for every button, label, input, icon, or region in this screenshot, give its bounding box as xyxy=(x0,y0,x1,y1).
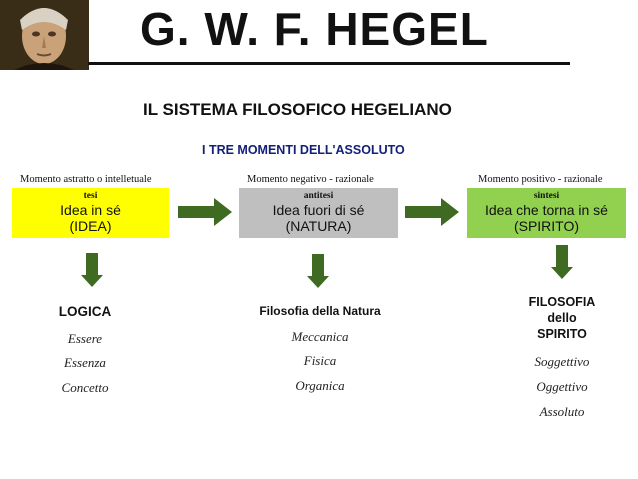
portrait-image xyxy=(0,0,89,70)
antithesis-line2: (NATURA) xyxy=(285,218,352,234)
antithesis-line1: Idea fuori di sé xyxy=(272,202,365,218)
synthesis-tag: sintesi xyxy=(533,191,560,201)
logic-heading: LOGICA xyxy=(58,304,112,319)
synthesis-line1: Idea che torna in sé xyxy=(485,202,608,218)
spirit-heading-2: dello xyxy=(547,311,577,325)
antithesis-tag: antitesi xyxy=(303,191,334,201)
nature-heading: Filosofia della Natura xyxy=(259,304,381,318)
thesis-box: tesi Idea in sé (IDEA) xyxy=(12,188,169,238)
spirit-item: Assoluto xyxy=(539,404,585,419)
hegel-portrait xyxy=(0,0,89,70)
synthesis-box: sintesi Idea che torna in sé (SPIRITO) xyxy=(467,188,626,238)
spirit-heading-1: FILOSOFIA xyxy=(528,295,596,309)
spirit-item: Soggettivo xyxy=(534,354,590,369)
caption-antithesis: Momento negativo - razionale xyxy=(247,174,374,185)
spirit-item: Oggettivo xyxy=(536,379,588,394)
page-title: G. W. F. HEGEL xyxy=(140,3,489,55)
arrow-right-icon xyxy=(405,198,459,226)
antithesis-box: antitesi Idea fuori di sé (NATURA) xyxy=(239,188,398,238)
arrow-down-icon xyxy=(551,245,573,279)
logic-item: Concetto xyxy=(61,380,109,395)
arrow-down-icon xyxy=(81,253,103,287)
caption-thesis: Momento astratto o intelletuale xyxy=(20,174,152,185)
title-underline xyxy=(88,62,570,65)
synthesis-line2: (SPIRITO) xyxy=(513,218,580,234)
thesis-tag: tesi xyxy=(83,191,98,201)
logic-item: Essere xyxy=(67,331,103,346)
thesis-line2: (IDEA) xyxy=(69,218,112,234)
arrow-down-icon xyxy=(307,254,329,288)
arrow-right-icon xyxy=(178,198,232,226)
spirit-heading-3: SPIRITO xyxy=(537,327,587,341)
caption-synthesis: Momento positivo - razionale xyxy=(478,174,603,185)
moments-heading: I TRE MOMENTI DELL'ASSOLUTO xyxy=(202,143,405,157)
thesis-line1: Idea in sé xyxy=(60,202,121,218)
nature-item: Meccanica xyxy=(291,329,349,344)
nature-item: Fisica xyxy=(303,353,337,368)
page-subtitle: IL SISTEMA FILOSOFICO HEGELIANO xyxy=(143,100,452,119)
nature-item: Organica xyxy=(295,378,345,393)
logic-item: Essenza xyxy=(64,355,106,370)
